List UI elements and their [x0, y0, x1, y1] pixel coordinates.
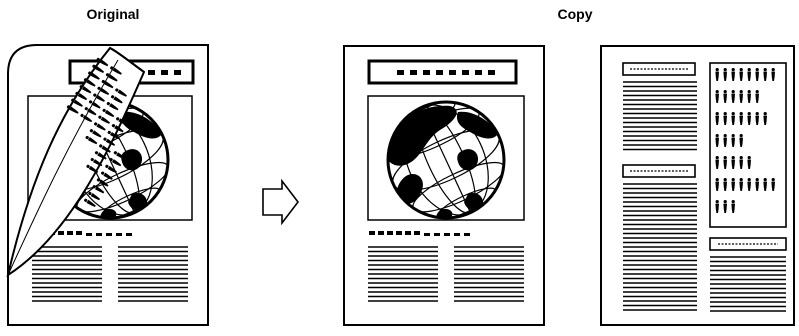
copy-page-front	[344, 46, 544, 325]
copy-back-people-box	[710, 63, 786, 227]
copy-title-bar	[369, 61, 516, 83]
copy-back-header-box-middle	[623, 165, 695, 177]
copy-back-header-box-right	[710, 238, 786, 250]
copy-page-back	[601, 46, 794, 325]
copy-back-header-box-top	[623, 63, 695, 75]
original-document	[8, 45, 208, 325]
arrow-right-icon	[263, 181, 298, 223]
